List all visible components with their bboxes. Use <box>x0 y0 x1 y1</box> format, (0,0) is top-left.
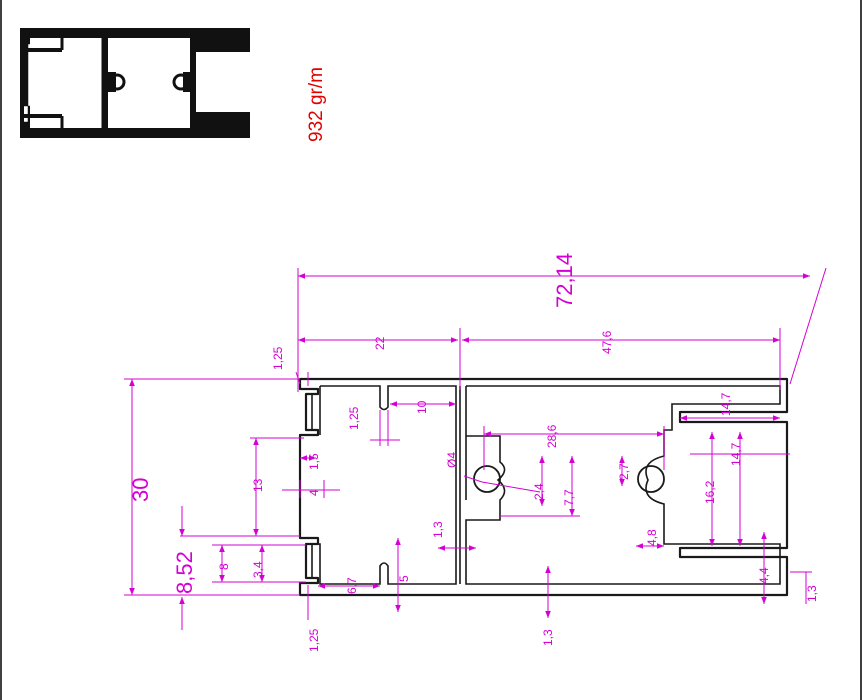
dim-left-gap: 8,52 <box>172 551 197 594</box>
profile-thumbnail-icon <box>20 28 252 138</box>
dim-slot-inner-gap: 1,25 <box>347 406 361 430</box>
dim-flange-width: 14,7 <box>719 392 733 416</box>
dimension-labels: 72,14 30 8,52 22 47,6 1,25 1,25 10 1,5 4… <box>128 253 819 652</box>
dim-notch-a: 8 <box>217 563 231 570</box>
weight-label: 932 gr/m <box>306 67 327 142</box>
dim-bottom-wall: 1,3 <box>541 629 555 646</box>
dim-lip-small: 1,5 <box>307 453 321 470</box>
dim-left-span: 13 <box>251 478 265 492</box>
dim-lip-thickness-bottom: 1,25 <box>307 628 321 652</box>
profile-cross-section <box>298 377 789 597</box>
dim-notch-d: 5 <box>397 575 411 582</box>
dim-web-thickness: 1,3 <box>431 521 445 538</box>
dim-channel-depth: 16,2 <box>703 480 717 504</box>
dim-right-section: 47,6 <box>600 330 614 354</box>
dim-lip-thickness-top: 1,25 <box>271 346 285 370</box>
dimension-lines <box>124 267 827 630</box>
dim-foot-height: 4,4 <box>757 567 771 584</box>
dim-left-section: 22 <box>373 336 387 350</box>
dim-bore-diameter: Ø4 <box>445 452 459 468</box>
dim-bore-slot-a: 2,4 <box>532 483 546 500</box>
dim-channel-wall: 4,8 <box>645 529 659 546</box>
dim-right-wall: 1,3 <box>805 585 819 602</box>
dim-flange-depth: 14,7 <box>729 442 743 466</box>
dim-bore-slot-b: 7,7 <box>562 489 576 506</box>
dim-notch-b: 3,4 <box>251 561 265 578</box>
dim-slot-offset: 10 <box>415 400 429 414</box>
dim-overall-length: 72,14 <box>552 253 577 308</box>
dim-bore-slot-c: 2,7 <box>617 463 631 480</box>
dim-lip-width: 4 <box>307 489 321 496</box>
dim-overall-height: 30 <box>128 478 153 502</box>
dim-notch-c: 6,7 <box>345 577 359 594</box>
dim-bore-spacing: 28,6 <box>545 424 559 448</box>
